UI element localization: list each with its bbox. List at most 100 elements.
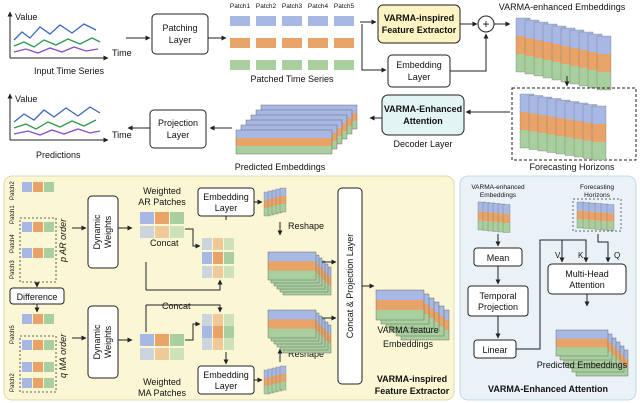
patch-row-label: Patch1 <box>10 205 16 224</box>
varma-feature-label-1: VARMA feature <box>377 325 438 335</box>
weighted-ar-cell <box>155 212 169 224</box>
stack-band <box>268 207 274 215</box>
q-label: Q <box>614 251 620 260</box>
varma-embeddings-title: VARMA-enhanced Embeddings <box>499 2 626 12</box>
concat-ma-cell <box>224 314 234 326</box>
varma-attention-box <box>381 94 465 136</box>
stack-band <box>272 376 278 384</box>
patch-cell <box>230 16 250 26</box>
concat-ma-cell <box>224 326 234 338</box>
stack-band <box>376 290 424 300</box>
concat-ar-cell <box>213 238 223 250</box>
ma-order-frame <box>19 335 57 393</box>
stack-band <box>607 213 614 222</box>
concat-projection-label: Concat & Projection Layer <box>345 234 355 339</box>
concat-ma-cell <box>213 326 223 338</box>
attn-forecast-label-1: Forecasting <box>580 184 614 191</box>
varma-enhanced-embeddings-stack <box>515 17 612 91</box>
attn-slab <box>502 204 511 233</box>
predictions-plot <box>7 93 109 143</box>
dynamic-weights-ma-box <box>87 305 119 379</box>
patch-cell <box>334 60 354 70</box>
concat-ma-grid <box>202 314 234 350</box>
stack-band <box>577 202 584 211</box>
predicted-slab <box>235 129 333 155</box>
dynamic-weights-ar-label-2: Weights <box>103 215 113 248</box>
feature-slab <box>375 289 425 321</box>
attn-varma-label-1: VARMA-enhanced <box>471 184 525 191</box>
ma-patch-cell <box>22 314 32 324</box>
stack-band <box>583 219 590 229</box>
stack-band <box>498 213 505 223</box>
varma-attention-label-1: VARMA-Enhanced <box>384 104 462 114</box>
weighted-ma-cell <box>140 334 154 346</box>
stack-band <box>607 204 614 214</box>
stack-outline <box>606 204 615 231</box>
stack-band <box>493 203 500 213</box>
weighted-ma-label-2: MA Patches <box>138 388 187 398</box>
patched-series-caption: Patched Time Series <box>250 74 334 84</box>
patch-cell <box>256 16 276 26</box>
patch-label: Patch1 <box>230 3 251 10</box>
varma-extractor-box <box>377 4 461 44</box>
concat-label-ar: Concat <box>150 238 179 248</box>
stack-band <box>592 106 606 124</box>
stack-band <box>276 383 282 391</box>
extractor-embedding-top-label-2: Layer <box>215 203 238 213</box>
weighted-ma-label-1: Weighted <box>143 377 181 387</box>
q-ma-order-label: q MA order <box>58 333 68 378</box>
stack-band <box>272 368 278 376</box>
stack-band <box>592 142 606 160</box>
ma-patch-cell <box>44 314 54 324</box>
stack-band <box>276 375 282 383</box>
stack-band <box>280 374 286 382</box>
stack-outline <box>267 251 317 281</box>
reshaped-slab <box>267 309 317 339</box>
patch-cell <box>256 60 276 70</box>
ar-patch-cell <box>22 182 32 192</box>
stack-band <box>583 211 590 220</box>
weighted-ma-cell <box>155 334 169 346</box>
varma-extractor-label-2: Feature Extractor <box>382 25 457 35</box>
patch-label: Patch4 <box>308 3 329 10</box>
stack-band <box>264 200 270 208</box>
stack-band <box>478 220 485 230</box>
weighted-ma-patches <box>140 334 184 360</box>
stack-band <box>601 204 608 213</box>
varma-feature-stack <box>375 289 450 341</box>
embedding-small-stack-bottom <box>263 365 287 395</box>
reshaped-stack-bottom <box>267 309 332 354</box>
stack-band <box>272 198 278 206</box>
stack-band <box>268 377 274 385</box>
stack-band <box>488 212 495 222</box>
input-time-series-plot <box>7 11 109 61</box>
varma-extractor-label-1: VARMA-inspired <box>384 13 454 23</box>
stack-band <box>583 202 590 212</box>
small-slab <box>279 187 287 213</box>
ma-patch-grid <box>22 314 54 388</box>
stack-band <box>268 319 316 329</box>
stack-band <box>488 221 495 231</box>
stack-band <box>589 211 596 221</box>
predicted-embeddings-stack <box>235 104 358 155</box>
time-axis-label-2: Time <box>112 130 132 140</box>
concat-ma-cell <box>202 338 212 350</box>
stack-band <box>261 105 357 113</box>
embedding-slab <box>596 35 612 91</box>
concat-ar-cell <box>202 266 212 278</box>
forecasting-horizons-label: Forecasting Horizons <box>529 162 615 172</box>
stack-band <box>595 212 602 221</box>
weighted-ma-cell <box>170 348 184 360</box>
stack-outline <box>596 35 612 91</box>
stack-band <box>264 386 270 394</box>
concat-ar-cell <box>213 266 223 278</box>
value-axis-label-2: Value <box>15 94 37 104</box>
stack-band <box>597 54 611 72</box>
attn-predicted-label: Predicted Embeddings <box>537 360 628 370</box>
varma-feature-label-2: Embeddings <box>383 339 434 349</box>
stack-band <box>276 189 282 197</box>
weighted-ma-cell <box>155 348 169 360</box>
embedding-small-stack-top <box>263 187 287 217</box>
patch-row-label: Patch4 <box>10 234 16 253</box>
patch-cell <box>308 60 328 70</box>
